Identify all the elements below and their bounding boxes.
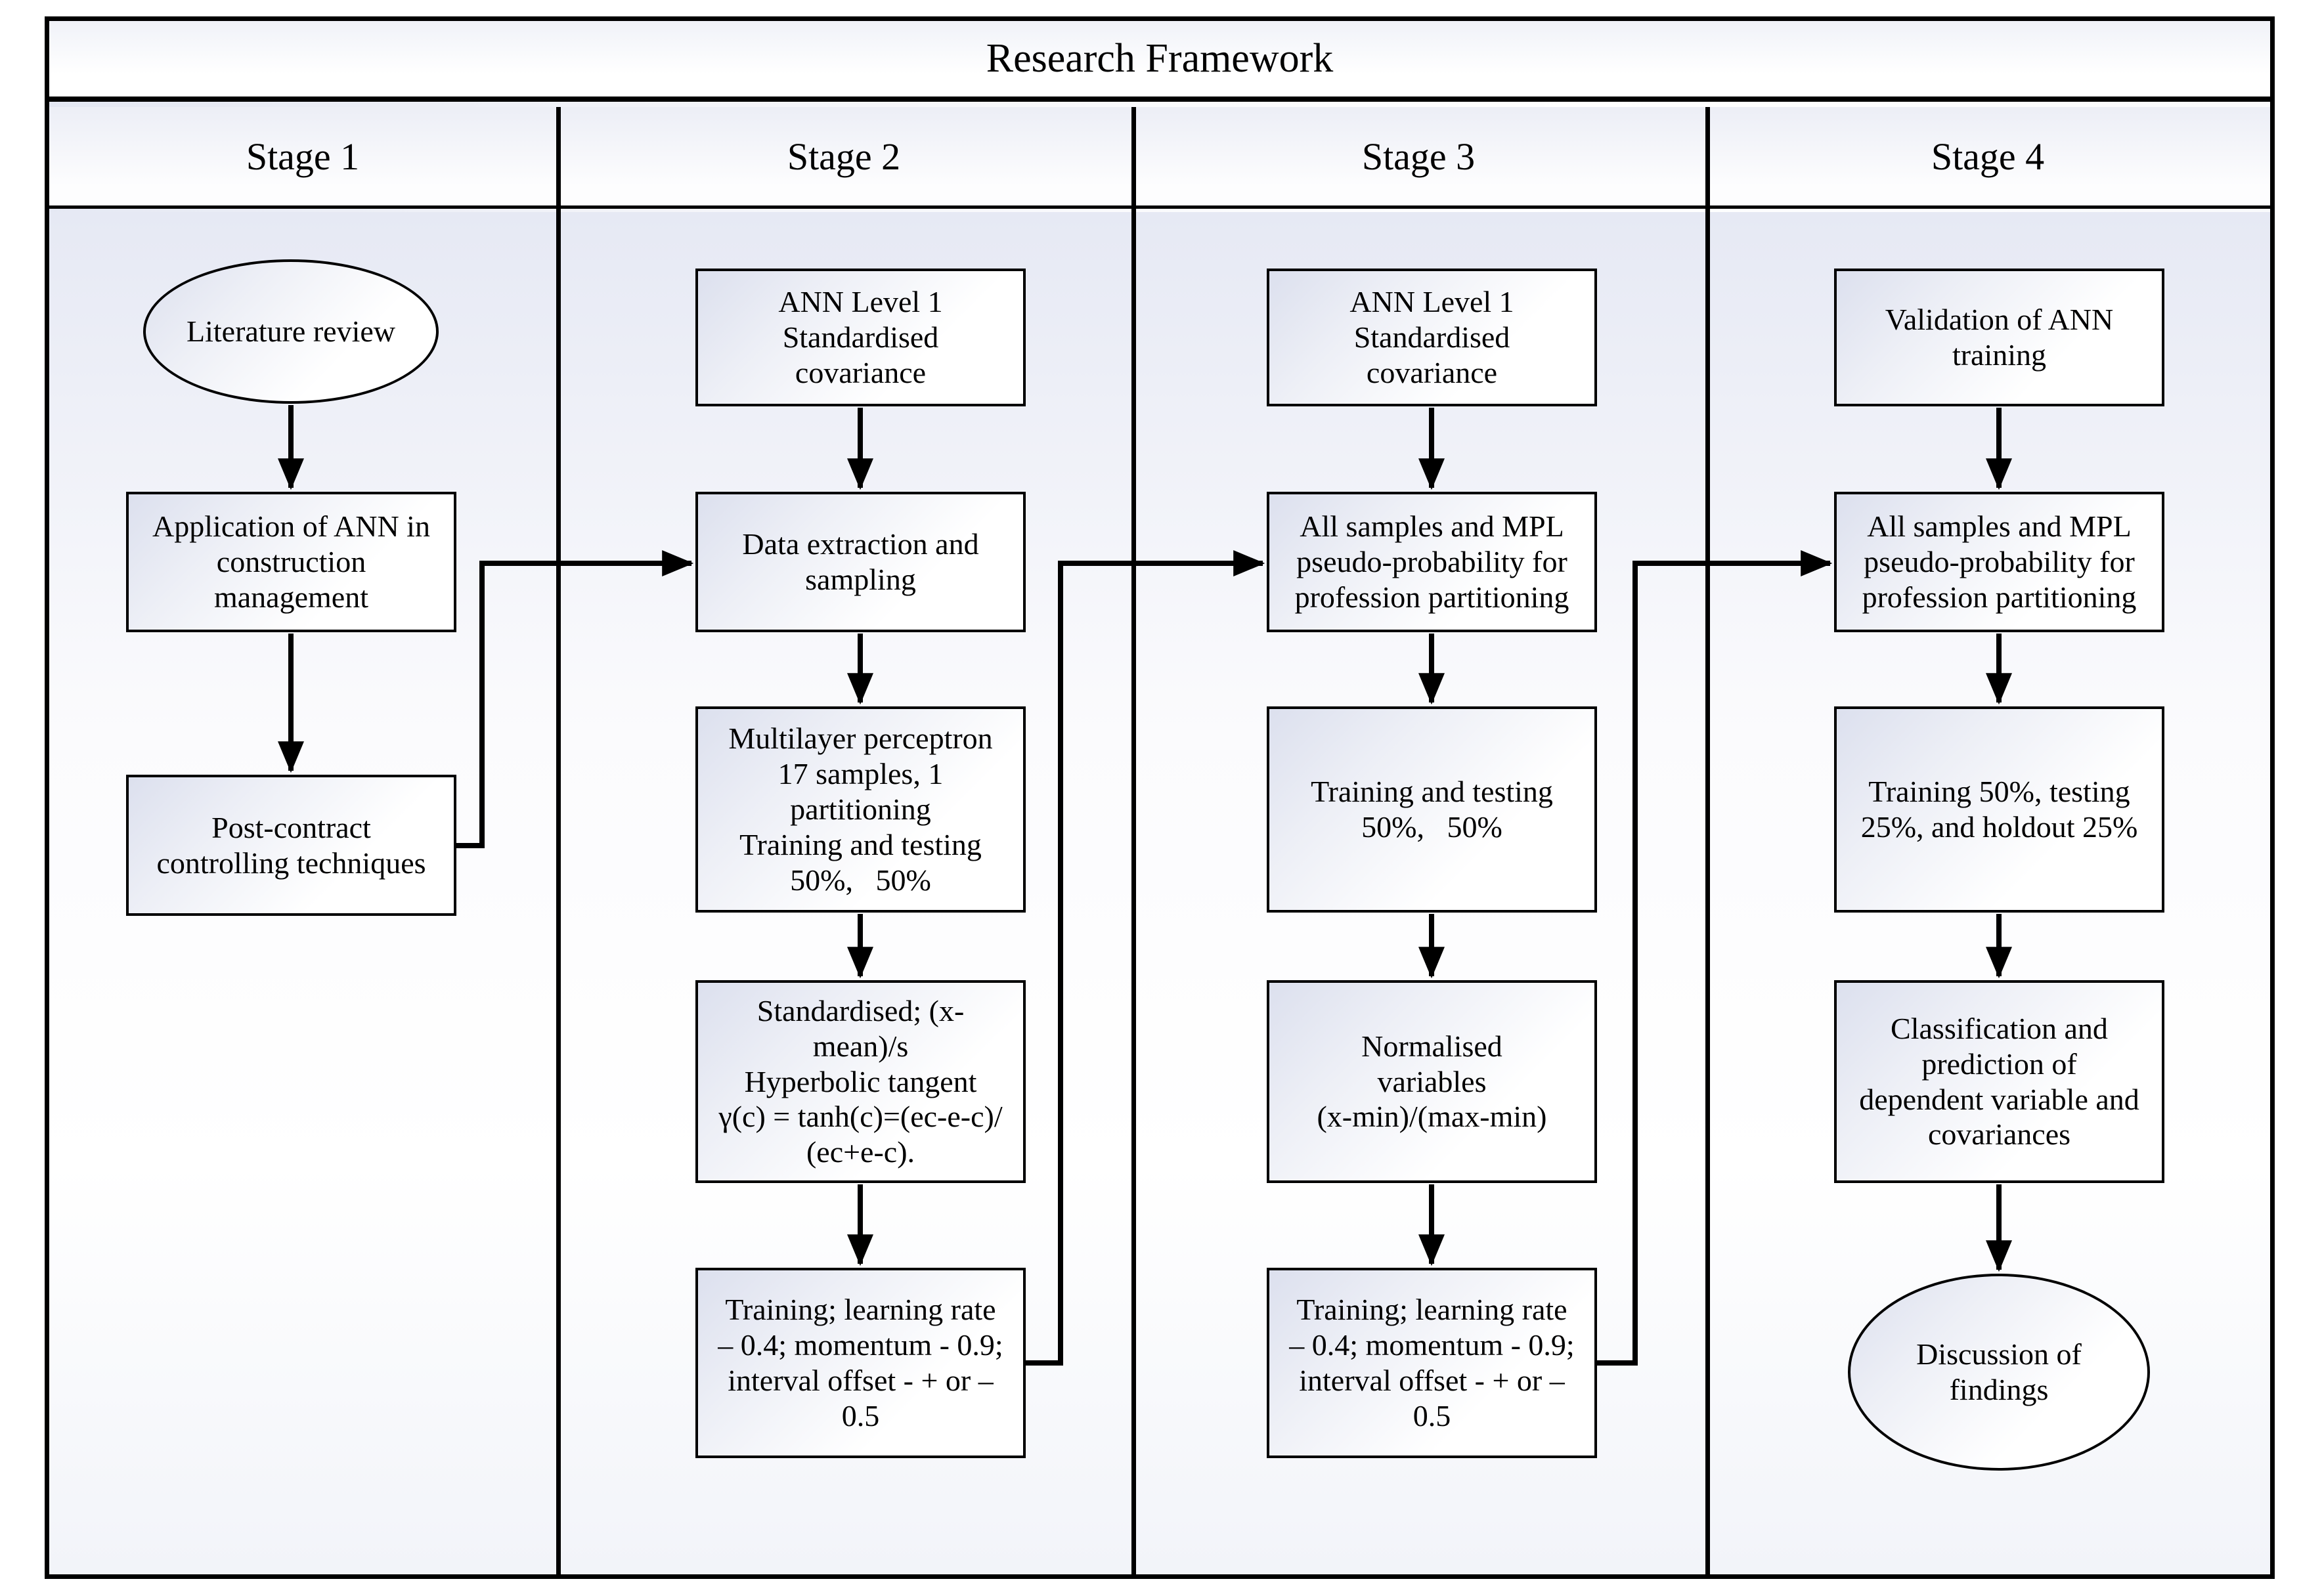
node-validation-ann: Validation of ANN training — [1834, 269, 2164, 406]
stage-4-header: Stage 4 — [1931, 135, 2045, 178]
node-application-of-ann: Application of ANN in construction manag… — [126, 492, 456, 632]
node-training-holdout: Training 50%, testing 25%, and holdout 2… — [1834, 706, 2164, 913]
stage-3-header: Stage 3 — [1361, 135, 1476, 178]
node-training-params-stage3: Training; learning rate – 0.4; momentum … — [1267, 1268, 1597, 1458]
node-post-contract-techniques: Post-contract controlling techniques — [126, 775, 456, 916]
node-literature-review: Literature review — [143, 259, 439, 404]
node-normalised-variables: Normalised variables (x-min)/(max-min) — [1267, 980, 1597, 1183]
divider-stage1-stage2 — [556, 107, 561, 1574]
node-discussion-of-findings: Discussion of findings — [1848, 1274, 2150, 1471]
node-all-samples-stage3: All samples and MPL pseudo-probability f… — [1267, 492, 1597, 632]
divider-stage2-stage3 — [1131, 107, 1136, 1574]
node-all-samples-stage4: All samples and MPL pseudo-probability f… — [1834, 492, 2164, 632]
node-data-extraction: Data extraction and sampling — [695, 492, 1026, 632]
node-standardised-tanh: Standardised; (x- mean)/s Hyperbolic tan… — [695, 980, 1026, 1183]
node-ann-level1-stage2: ANN Level 1 Standardised covariance — [695, 269, 1026, 406]
divider-stage3-stage4 — [1705, 107, 1710, 1574]
node-ann-level1-stage3: ANN Level 1 Standardised covariance — [1267, 269, 1597, 406]
diagram-title: Research Framework — [49, 21, 2270, 102]
stage-2-header: Stage 2 — [787, 135, 901, 178]
stage-header-row: Stage 1 Stage 2 Stage 3 Stage 4 — [49, 107, 2270, 209]
node-training-testing-stage3: Training and testing 50%, 50% — [1267, 706, 1597, 913]
stage-1-header: Stage 1 — [246, 135, 360, 178]
node-multilayer-perceptron: Multilayer perceptron 17 samples, 1 part… — [695, 706, 1026, 913]
node-training-params-stage2: Training; learning rate – 0.4; momentum … — [695, 1268, 1026, 1458]
node-classification-prediction: Classification and prediction of depende… — [1834, 980, 2164, 1183]
